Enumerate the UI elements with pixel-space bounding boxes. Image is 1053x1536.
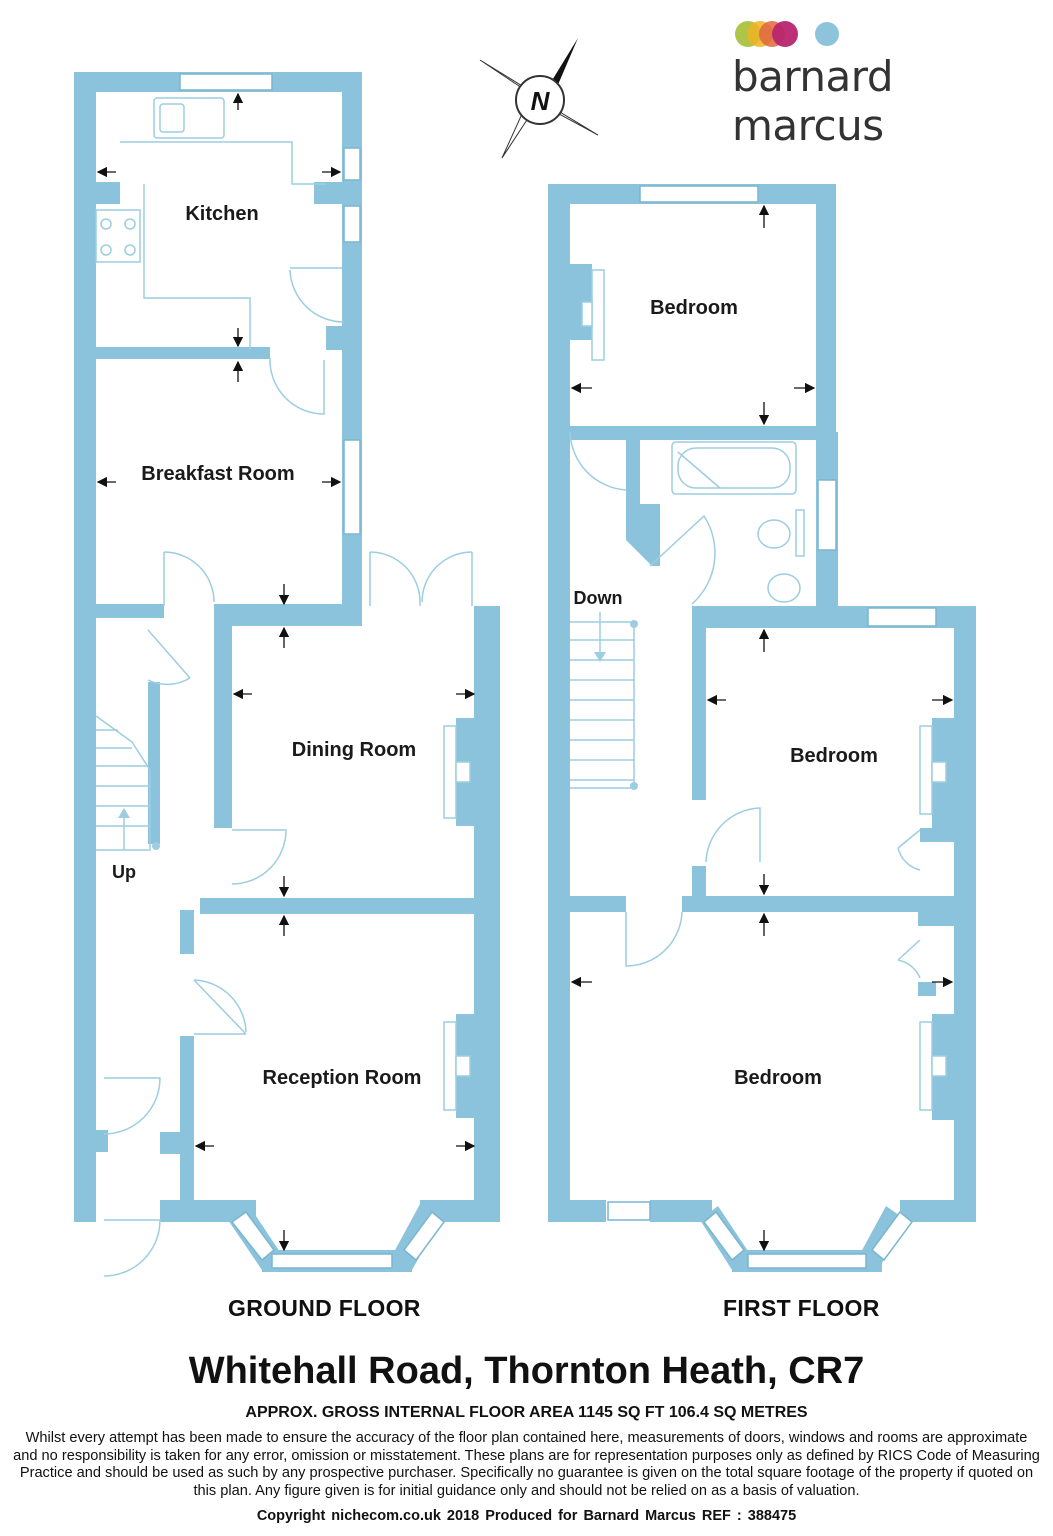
ground-floor-plan (74, 72, 500, 1272)
brand-name: barnard marcus (732, 52, 893, 150)
first-floor-fixtures (569, 269, 947, 1111)
stairs-down-label: Down (574, 588, 623, 608)
compass-north-letter: N (531, 86, 551, 116)
footer-credits: Copyright nichecom.co.uk 2018 Produced f… (256, 1508, 797, 1524)
first-floor-windows (607, 185, 937, 1269)
room-label-bedroom-rear: Bedroom (650, 297, 738, 319)
ground-floor-windows (179, 73, 446, 1269)
floor-area: APPROX. GROSS INTERNAL FLOOR AREA 1145 S… (245, 1404, 808, 1421)
room-label-bedroom-front: Bedroom (734, 1067, 822, 1089)
room-label-bedroom-middle: Bedroom (790, 745, 878, 767)
property-title: Whitehall Road, Thornton Heath, CR7 (188, 1350, 865, 1392)
ground-floor-dimension-arrows (96, 92, 476, 1252)
floor-plan: N (74, 38, 976, 1277)
ground-floor-label: GROUND FLOOR (228, 1295, 421, 1321)
compass-rose-icon: N (479, 38, 599, 159)
room-label-kitchen: Kitchen (185, 203, 258, 225)
stairs-up-label: Up (112, 862, 136, 882)
first-floor-label: FIRST FLOOR (723, 1295, 880, 1321)
room-label-reception-room: Reception Room (263, 1067, 422, 1089)
brand-logo-dots (735, 21, 839, 47)
first-floor-plan (548, 184, 976, 1272)
disclaimer-text: Whilst every attempt has been made to en… (13, 1430, 1040, 1499)
brand-dot (815, 22, 839, 46)
first-floor-dimension-arrows (570, 204, 954, 1252)
room-label-dining-room: Dining Room (292, 739, 416, 761)
ground-floor-fixtures (95, 97, 473, 1277)
room-label-breakfast-room: Breakfast Room (141, 463, 294, 485)
brand-dot (772, 21, 798, 47)
